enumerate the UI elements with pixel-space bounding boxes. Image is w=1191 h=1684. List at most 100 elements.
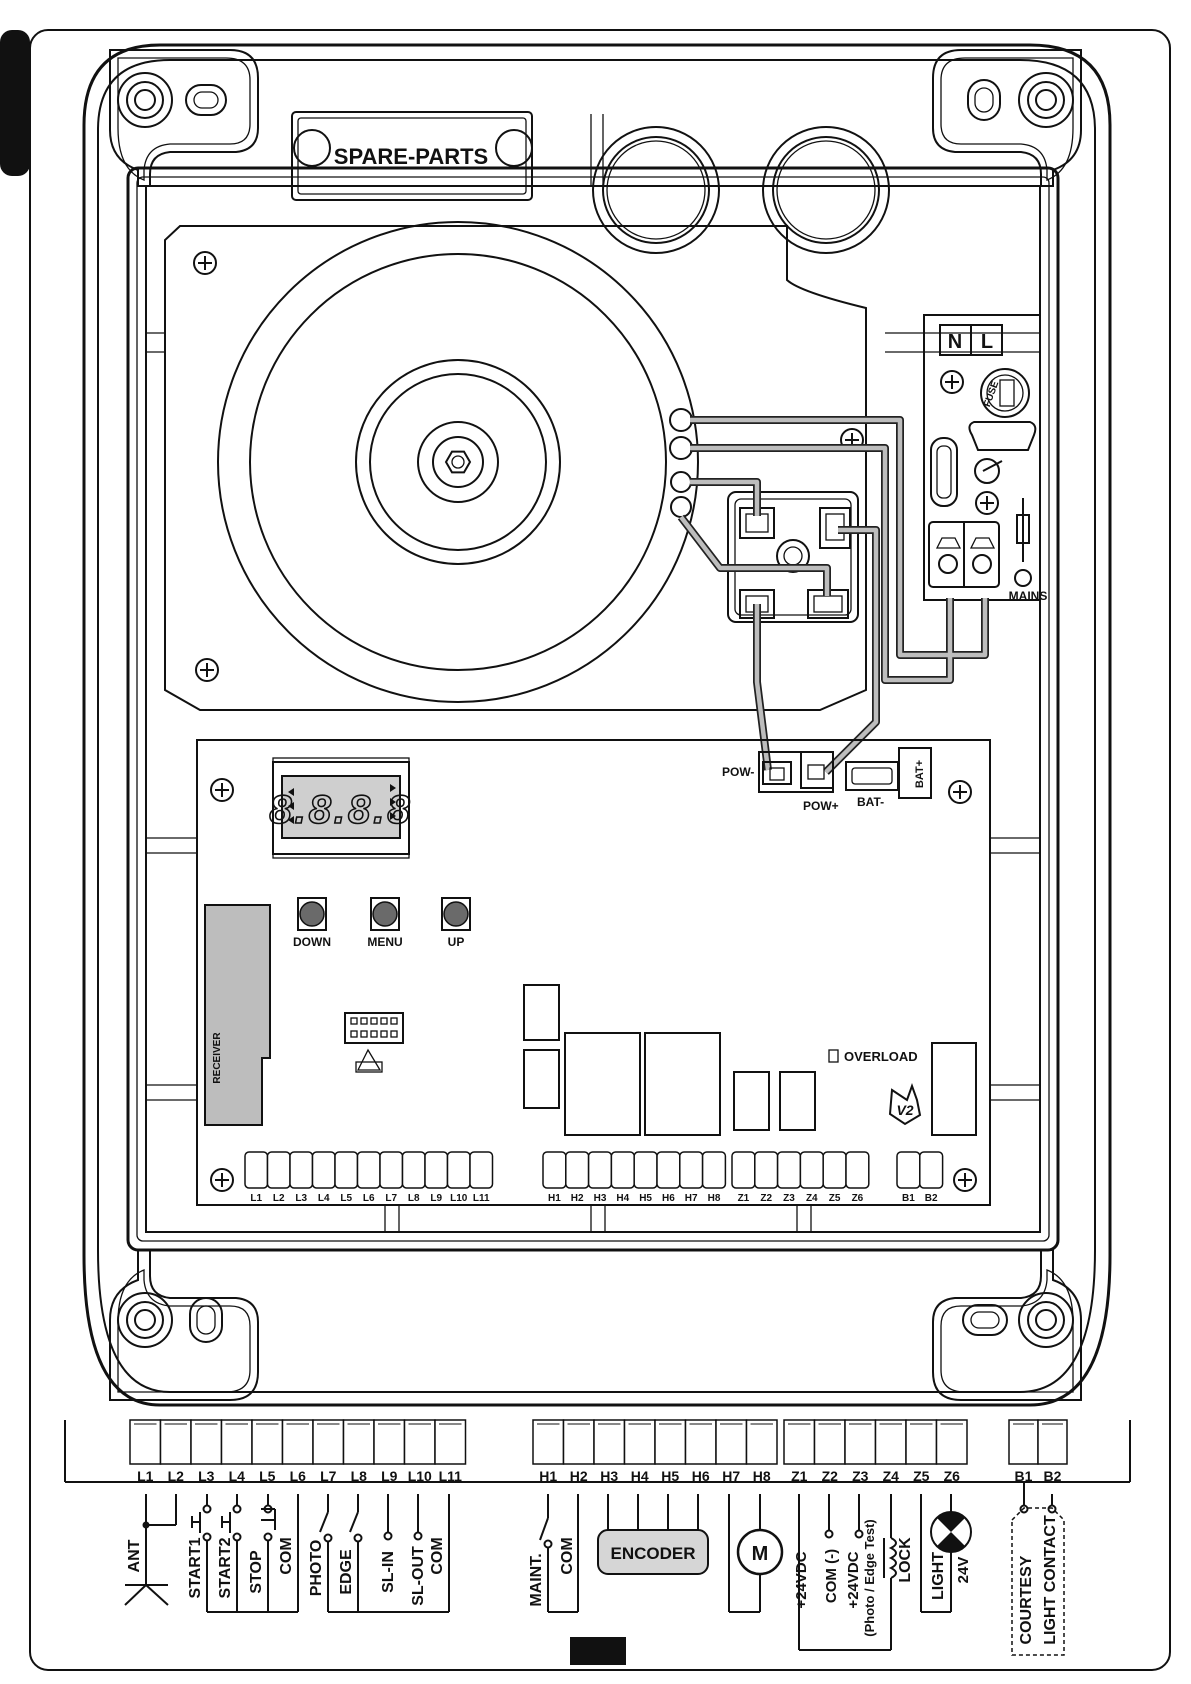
label-z-24vdc-test: +24VDC [845,1551,862,1608]
receiver-slot: RECEIVER [204,904,271,1126]
cable-gland-left [592,126,720,254]
schematic-terminal-label: L11 [439,1468,463,1484]
board-terminal [356,1151,381,1189]
page-number-mark [570,1637,626,1665]
board-terminal [610,1151,635,1189]
board-terminal [311,1151,336,1189]
board-terminal-label: B1 [902,1193,915,1204]
board-terminal-label: L6 [363,1193,375,1204]
enclosure [82,43,1112,1407]
fuse-label: FUSE [982,379,1002,408]
board-terminal-label: Z6 [852,1193,864,1204]
schematic-terminal [1037,1419,1068,1465]
label-z-com: COM (-) [823,1549,840,1603]
schematic-terminal-label: H3 [600,1468,618,1484]
label-z-test-note: (Photo / Edge Test) [862,1519,877,1636]
corner-mount-bottom-right [932,1249,1082,1401]
v2-logo: V2 [888,1083,922,1126]
board-terminal-label: L11 [473,1193,490,1204]
schematic-terminal-label: Z5 [913,1468,930,1484]
wiring-labels: ANT START1 START2 STOP COM PHOTO EDGE SL… [126,1515,1059,1645]
transformer-wiring [677,416,989,775]
motor-icon [736,1528,784,1576]
schematic-terminal [654,1419,687,1465]
mains-label: MAINS [1009,589,1048,603]
schematic-terminal-label: H6 [692,1468,710,1484]
l-group-wiring [124,1494,450,1613]
schematic-terminal-label: L4 [229,1468,246,1484]
label-light-contact: LIGHT CONTACT [1042,1515,1059,1645]
schematic-terminal [813,1419,846,1465]
label-sl-in: SL-IN [380,1551,397,1593]
up-button[interactable]: UP [441,897,471,949]
mains-terminal-n: N [948,331,962,353]
schematic-terminal-label: Z3 [852,1468,869,1484]
spare-parts-label: SPARE-PARTS [334,144,488,169]
screw-icon [210,1168,234,1192]
schematic-terminal-label: H7 [722,1468,740,1484]
board-terminal [845,1151,870,1189]
board-terminal-label: L8 [408,1193,420,1204]
label-stop: STOP [248,1550,265,1594]
schematic-terminal-label: L8 [351,1468,368,1484]
b-group-wiring [1011,1482,1065,1656]
schematic-terminal-label: L10 [408,1468,432,1484]
board-terminal-label: L3 [295,1193,307,1204]
schematic-terminal-label: Z2 [822,1468,839,1484]
schematic-terminal-label: H4 [631,1468,649,1484]
schematic-terminal-label: L5 [259,1468,276,1484]
schematic-terminal-label: H2 [570,1468,588,1484]
schematic-terminal-label: Z6 [944,1468,961,1484]
board-terminal [731,1151,756,1189]
schematic-terminal [844,1419,877,1465]
label-start2: START2 [217,1537,234,1598]
board-terminal [799,1151,824,1189]
board-terminal-label: L5 [340,1193,352,1204]
page-frame [29,29,1171,1671]
label-edge: EDGE [338,1549,355,1595]
screw-icon [948,780,972,804]
down-button[interactable]: DOWN [293,897,331,949]
schematic-terminal-label: L7 [320,1468,337,1484]
menu-button[interactable]: MENU [367,897,403,949]
overload-label: OVERLOAD [844,1049,918,1064]
board-terminal-label: L4 [318,1193,330,1204]
board-terminal [565,1151,590,1189]
label-ant: ANT [126,1539,143,1572]
board-terminal-label: Z2 [760,1193,772,1204]
schematic-terminal [715,1419,748,1465]
board-terminal [446,1151,471,1189]
encoder-box [597,1529,709,1575]
board-terminal [587,1151,613,1189]
schematic-terminal-label: H1 [539,1468,557,1484]
schematic-terminal [874,1419,907,1465]
schematic-terminal [129,1419,162,1465]
z-group-wiring [798,1494,972,1651]
board-components [523,984,977,1136]
board-terminal-label: H4 [616,1193,629,1204]
pow-minus-label: POW- [722,765,754,779]
board-terminal [424,1151,449,1189]
corner-mount-top-left [109,49,259,187]
receiver-label: RECEIVER [212,1032,223,1084]
corner-mount-top-right [932,49,1082,187]
screw-icon [210,778,234,802]
label-photo: PHOTO [308,1540,325,1597]
board-terminal [289,1151,314,1189]
board-terminal-label: H7 [685,1193,698,1204]
bat-minus-label: BAT- [857,795,884,809]
schematic-terminal [593,1419,626,1465]
board-terminal [379,1151,404,1189]
down-button-label: DOWN [293,935,331,949]
motor-label: M [752,1543,769,1565]
label-light-24v: 24V [955,1557,972,1584]
bat-plus-label: BAT+ [914,760,926,788]
board-terminal [469,1151,494,1189]
up-button-label: UP [448,935,465,949]
transformer-plate [164,225,867,711]
courtesy-light-box [1011,1507,1065,1656]
schematic-terminal-label: B2 [1044,1468,1062,1484]
board-terminal-label: L10 [450,1193,468,1204]
board-terminal-label: L1 [250,1193,262,1204]
